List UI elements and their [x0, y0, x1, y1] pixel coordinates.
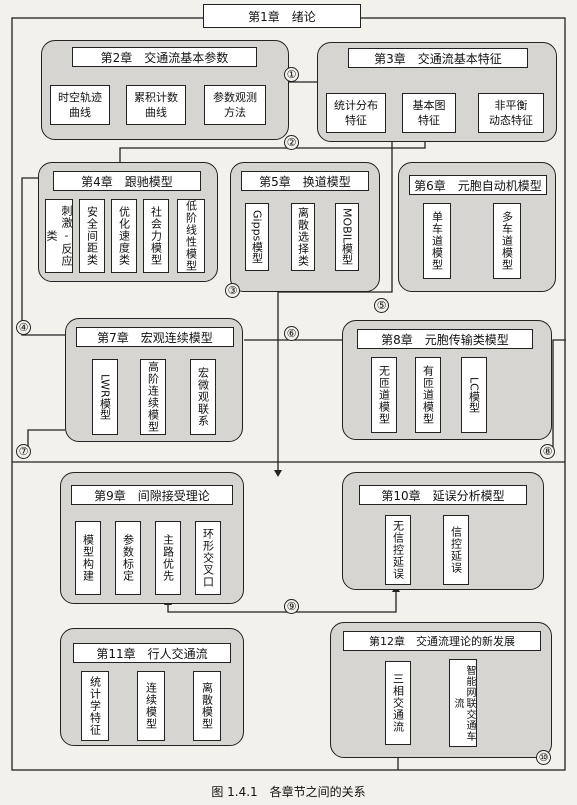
chapter7-item: 高阶连续模型 — [140, 359, 166, 435]
chapter10-item: 信控延误 — [443, 515, 469, 585]
chapter12-item: 智能网联交通车流 — [449, 659, 477, 747]
chapter4-item: 低阶线性模型 — [177, 199, 205, 273]
chapter8-item: LC模型 — [461, 357, 487, 433]
chapter8-title: 第8章 元胞传输类模型 — [357, 329, 533, 349]
chapter6-box: 第6章 元胞自动机模型 单车道模型 多车道模型 — [398, 162, 556, 292]
chapter3-item: 非平衡 动态特征 — [478, 93, 544, 133]
chapter11-item: 统计学特征 — [81, 671, 109, 741]
chapter6-item: 单车道模型 — [423, 203, 451, 279]
chapter5-item: Gipps模型 — [245, 203, 269, 271]
chapter2-title: 第2章 交通流基本参数 — [72, 47, 257, 67]
chapter8-item: 无匝道模型 — [371, 357, 397, 433]
figure-caption: 图 1.4.1 各章节之间的关系 — [211, 785, 366, 799]
chapter12-title: 第12章 交通流理论的新发展 — [343, 631, 541, 651]
chapter11-item: 连续模型 — [137, 671, 165, 741]
chapter9-item: 模型构建 — [75, 521, 101, 595]
chapter3-box: 第3章 交通流基本特征 统计分布 特征 基本图 特征 非平衡 动态特征 — [317, 42, 557, 142]
marker-6: ⑥ — [284, 326, 299, 341]
chapter4-item: 优化速度类 — [111, 199, 137, 273]
chapter7-item: 宏微观联系 — [190, 359, 216, 435]
chapter12-box: 第12章 交通流理论的新发展 三相交通流 智能网联交通车流 — [330, 622, 552, 758]
chapter9-item: 环形交叉口 — [195, 521, 221, 595]
chapter4-title: 第4章 跟驰模型 — [53, 171, 201, 191]
chapter6-title: 第6章 元胞自动机模型 — [409, 175, 547, 195]
chapter6-item: 多车道模型 — [493, 203, 521, 279]
marker-4: ④ — [16, 320, 31, 335]
chapter9-box: 第9章 间隙接受理论 模型构建 参数标定 主路优先 环形交叉口 — [60, 472, 244, 604]
chapter11-title: 第11章 行人交通流 — [73, 643, 231, 663]
chapter1-title: 第1章 绪论 — [203, 4, 361, 28]
marker-2: ② — [284, 135, 299, 150]
chapter3-item: 基本图 特征 — [402, 93, 456, 133]
chapter10-title: 第10章 延误分析模型 — [359, 485, 527, 505]
marker-1: ① — [284, 67, 299, 82]
chapter9-item: 主路优先 — [155, 521, 181, 595]
marker-9: ⑨ — [284, 599, 299, 614]
chapter5-title: 第5章 换道模型 — [241, 171, 369, 191]
chapter10-item: 无信控延误 — [385, 515, 411, 585]
chapter2-item: 累积计数 曲线 — [126, 85, 186, 125]
chapter7-box: 第7章 宏观连续模型 LWR模型 高阶连续模型 宏微观联系 — [65, 318, 243, 442]
marker-5: ⑤ — [374, 298, 389, 313]
marker-3: ③ — [225, 283, 240, 298]
link-9 — [167, 592, 397, 613]
chapter9-title: 第9章 间隙接受理论 — [71, 485, 233, 505]
link-7 — [27, 429, 65, 448]
chapter3-item: 统计分布 特征 — [326, 93, 386, 133]
link-8 — [552, 339, 566, 448]
chapter8-box: 第8章 元胞传输类模型 无匝道模型 有匝道模型 LC模型 — [342, 320, 552, 440]
marker-8: ⑧ — [540, 444, 555, 459]
chapter9-item: 参数标定 — [115, 521, 141, 595]
chapter5-item: 离散选择类 — [291, 203, 315, 271]
marker-7: ⑦ — [16, 444, 31, 459]
chapter5-item: MOBIL模型 — [335, 203, 359, 271]
chapter4-item: 安全间距类 — [79, 199, 105, 273]
link-5 — [277, 140, 393, 470]
chapter12-item: 三相交通流 — [385, 661, 411, 745]
chapter2-item: 参数观测 方法 — [204, 85, 266, 125]
chapter7-item: LWR模型 — [92, 359, 118, 435]
chapter4-box: 第4章 跟驰模型 刺激-反应类 安全间距类 优化速度类 社会力模型 低阶线性模型 — [38, 162, 218, 282]
link-4 — [21, 177, 65, 336]
chapter10-box: 第10章 延误分析模型 无信控延误 信控延误 — [342, 472, 544, 590]
chapter11-item: 离散模型 — [193, 671, 221, 741]
chapter8-item: 有匝道模型 — [415, 357, 441, 433]
chapter7-title: 第7章 宏观连续模型 — [76, 327, 234, 347]
chapter2-item: 时空轨迹 曲线 — [50, 85, 110, 125]
chapter5-box: 第5章 换道模型 Gipps模型 离散选择类 MOBIL模型 — [230, 162, 380, 292]
link-2 — [119, 140, 426, 162]
chapter4-item: 社会力模型 — [143, 199, 169, 273]
marker-10: ⑩ — [536, 750, 551, 765]
chapter4-item: 刺激-反应类 — [45, 199, 73, 273]
chapter2-box: 第2章 交通流基本参数 时空轨迹 曲线 累积计数 曲线 参数观测 方法 — [41, 40, 289, 140]
chapter11-box: 第11章 行人交通流 统计学特征 连续模型 离散模型 — [60, 628, 244, 746]
chapter3-title: 第3章 交通流基本特征 — [348, 48, 528, 68]
